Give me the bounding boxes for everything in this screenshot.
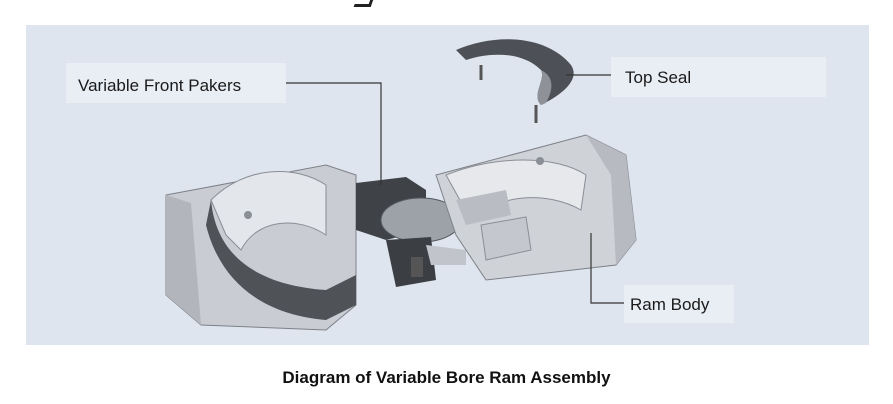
front-packers-label-box xyxy=(66,63,286,103)
top-seal xyxy=(456,39,574,123)
ram-body-label-box xyxy=(624,285,734,323)
top-seal-label: Top Seal xyxy=(625,68,692,87)
right-ram-block xyxy=(435,134,637,281)
ram-assembly-illustration xyxy=(165,39,637,331)
left-ram-block xyxy=(165,164,357,331)
front-packers-label: Variable Front Pakers xyxy=(78,76,242,95)
leader-line-ram-body xyxy=(590,233,624,304)
top-seal-label-box xyxy=(611,57,826,97)
leader-lines xyxy=(286,74,624,304)
ram-body-label: Ram Body xyxy=(630,295,710,314)
cropped-title-fragment xyxy=(353,0,376,7)
diagram-panel: Variable Front Pakers Top Seal Ram Body xyxy=(26,25,869,345)
diagram-caption: Diagram of Variable Bore Ram Assembly xyxy=(282,368,611,387)
leader-line-front-packers xyxy=(286,82,382,185)
